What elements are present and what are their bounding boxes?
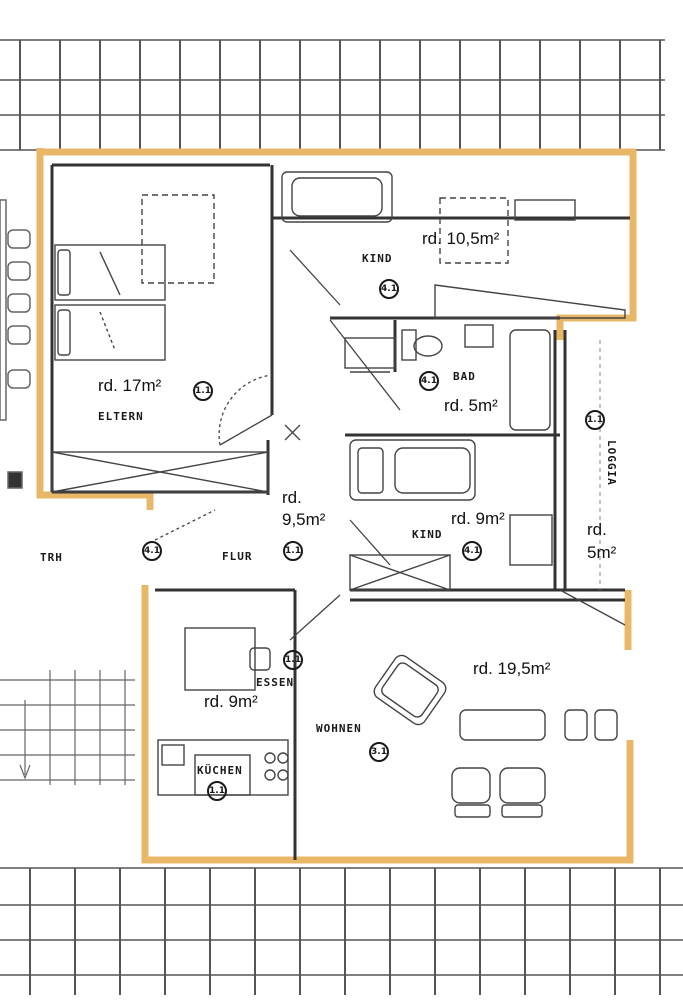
kind-top-name-label: KIND	[362, 252, 393, 265]
flur-area-line2: 9,5m²	[282, 510, 326, 529]
kind-mid-name-label: KIND	[412, 528, 443, 541]
flur-name-label: FLUR	[222, 550, 253, 563]
kind-top-area-label: rd. 10,5m²	[422, 229, 500, 248]
flur-badge: 1.1	[283, 541, 303, 561]
flur-area-line1: rd.	[282, 488, 302, 507]
loggia-badge: 1.1	[585, 410, 605, 430]
trh-name-label: TRH	[40, 551, 63, 564]
loggia-name-label: LOGGIA	[605, 440, 618, 486]
kuechen-name-label: KÜCHEN	[197, 764, 243, 777]
roof-bottom	[0, 867, 683, 995]
kuechen-badge: 1.1	[207, 781, 227, 801]
kind-mid-area-label: rd. 9m²	[451, 509, 505, 528]
kind-top-furniture	[281, 171, 626, 319]
neighbour-furniture	[0, 199, 31, 489]
loggia-area-line1: rd.	[587, 520, 607, 539]
interior-walls	[50, 163, 630, 860]
wohnen-name-label: WOHNEN	[316, 722, 362, 735]
essen-area-label: rd. 9m²	[204, 692, 258, 711]
bad-furniture	[344, 324, 551, 431]
eltern-badge: 1.1	[193, 381, 213, 401]
exterior-walls	[36, 148, 637, 864]
kind-mid-furniture	[349, 439, 553, 591]
bad-badge: 4.1	[419, 371, 439, 391]
wohnen-area-label: rd. 19,5m²	[473, 659, 551, 678]
wohnen-badge: 3.1	[369, 742, 389, 762]
stairs	[0, 670, 135, 785]
doors	[154, 249, 626, 641]
bad-name-label: BAD	[453, 370, 476, 383]
kind-mid-badge: 4.1	[462, 541, 482, 561]
loggia-area-line2: 5m²	[587, 543, 617, 562]
kind-top-badge: 4.1	[379, 279, 399, 299]
trh-badge: 4.1	[142, 541, 162, 561]
wohnen-furniture	[373, 654, 618, 818]
eltern-name-label: ELTERN	[98, 410, 144, 423]
bad-area-label: rd. 5m²	[444, 396, 498, 415]
essen-name-label: ESSEN	[256, 676, 295, 689]
eltern-furniture	[51, 194, 269, 493]
eltern-area-label: rd. 17m²	[98, 376, 162, 395]
roof-top	[0, 39, 665, 151]
essen-badge: 1.1	[283, 650, 303, 670]
